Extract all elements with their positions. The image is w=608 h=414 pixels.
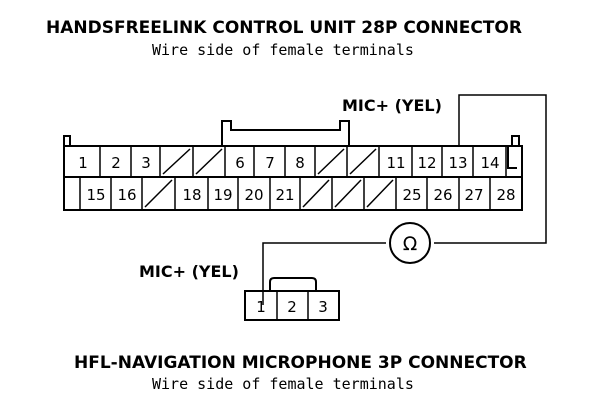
empty-cavity-slash xyxy=(317,148,345,175)
test-lead-wires xyxy=(262,94,547,305)
pin-label: 20 xyxy=(244,186,263,204)
empty-cavity-slash xyxy=(334,179,362,208)
empty-cavity-slash xyxy=(349,148,377,175)
pin-label: 25 xyxy=(402,186,421,204)
empty-cavity-slash xyxy=(195,148,223,175)
pin-label: 16 xyxy=(117,186,136,204)
pin-label: 28 xyxy=(496,186,515,204)
pin-label: 26 xyxy=(433,186,452,204)
pin-label: 15 xyxy=(86,186,105,204)
top-connector-row-1-labels: 1 2 3 6 7 8 11 12 13 14 xyxy=(78,154,499,172)
empty-cavity-slash xyxy=(302,179,330,208)
top-connector-row-1 xyxy=(99,146,507,177)
empty-cavity-slash xyxy=(162,148,191,175)
top-connector xyxy=(63,120,523,211)
top-connector-subtitle: Wire side of female terminals xyxy=(152,41,414,59)
top-connector-title: HANDSFREELINK CONTROL UNIT 28P CONNECTOR xyxy=(46,18,522,38)
bottom-connector xyxy=(244,277,340,321)
pin-label: 8 xyxy=(295,154,305,172)
pin-label: 21 xyxy=(275,186,294,204)
pin-label: 19 xyxy=(213,186,232,204)
pin-label: 27 xyxy=(464,186,483,204)
pin-label: 7 xyxy=(265,154,275,172)
pin-label: 2 xyxy=(111,154,121,172)
empty-cavity-slash xyxy=(366,179,394,208)
pin-label: 14 xyxy=(480,154,499,172)
top-connector-left-ear xyxy=(63,135,71,147)
bottom-connector-labels: 1 2 3 xyxy=(256,298,328,316)
pin-label: 12 xyxy=(417,154,436,172)
pin-label: 1 xyxy=(78,154,88,172)
bottom-connector-body xyxy=(244,290,340,321)
pin-label: 2 xyxy=(287,298,297,316)
bottom-connector-subtitle: Wire side of female terminals xyxy=(152,375,414,393)
pin-label: 18 xyxy=(182,186,201,204)
pin-label: 13 xyxy=(448,154,467,172)
pin-label: 1 xyxy=(256,298,266,316)
lead-wire-pin-1 xyxy=(262,242,386,305)
top-connector-key xyxy=(507,146,517,169)
top-connector-right-ear xyxy=(511,135,520,146)
empty-cavity-slash xyxy=(144,179,173,208)
bottom-connector-lock-tab xyxy=(269,277,317,291)
top-probe-label: MIC+ (YEL) xyxy=(342,96,442,115)
top-connector-row-2 xyxy=(79,177,491,210)
ohm-symbol: Ω xyxy=(403,233,418,255)
top-connector-lock-tab xyxy=(221,120,350,146)
pin-label: 3 xyxy=(141,154,151,172)
pin-label: 6 xyxy=(235,154,245,172)
pin-label: 11 xyxy=(386,154,405,172)
lead-wire-pin-13 xyxy=(434,94,547,244)
pin-label: 3 xyxy=(318,298,328,316)
bottom-probe-label: MIC+ (YEL) xyxy=(139,262,239,281)
top-connector-row-2-labels: 15 16 18 19 20 21 25 26 27 28 xyxy=(86,186,515,204)
ohmmeter-icon: Ω xyxy=(389,222,431,264)
bottom-connector-title: HFL-NAVIGATION MICROPHONE 3P CONNECTOR xyxy=(74,353,527,373)
